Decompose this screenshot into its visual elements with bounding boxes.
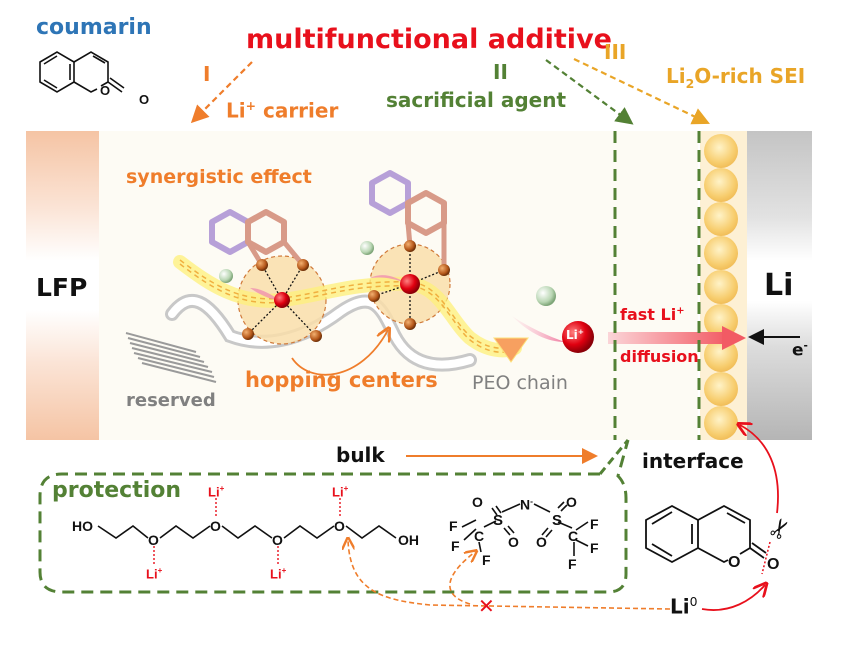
anion-ball-2: [360, 241, 374, 255]
synergistic-effect-label: synergistic effect: [126, 166, 312, 188]
free-li-ion: [562, 321, 594, 353]
tfsi-o-3: O: [508, 534, 519, 550]
sei-particle: [704, 134, 738, 168]
reserved-label: reserved: [126, 390, 216, 411]
tfsi-c-2: C: [568, 528, 579, 544]
li0-blocked-path: [348, 540, 671, 610]
svg-text:O: O: [100, 83, 110, 98]
electron-label: e-: [792, 340, 808, 361]
peo-oxygen-4: O: [334, 518, 345, 534]
main-title: multifunctional additive: [246, 24, 612, 55]
li-coord-2: Li+: [208, 484, 225, 500]
coumarin-ring-oxygen: O: [728, 554, 741, 571]
protection-callout-border: [38, 439, 630, 594]
arrow-role-iii: [573, 58, 710, 125]
coumarin-title: coumarin: [36, 15, 152, 40]
coumarin-carbonyl-oxygen: O: [767, 556, 780, 573]
li-transport-path: [173, 255, 522, 358]
diffusion-label: diffusion: [620, 347, 699, 366]
interface-label: interface: [642, 449, 744, 473]
li-coordination-bonds: [153, 498, 341, 566]
role-iii-numeral: III: [604, 40, 627, 64]
reserved-stack-icon: [125, 332, 217, 383]
lfp-label: LFP: [36, 273, 88, 302]
arrow-role-ii: [545, 59, 634, 125]
li-metal-label: Li0: [670, 594, 698, 619]
coumarin-structure-top: [39, 51, 125, 93]
role-iii-label: Li2O-rich SEI: [666, 64, 806, 91]
li-coord-4: Li+: [332, 484, 349, 500]
tfsi-s-1: S: [493, 512, 504, 529]
li0-to-tfsi-path: [449, 552, 475, 605]
tfsi-f-2: F: [451, 538, 460, 554]
peo-end-ho: HO: [72, 518, 93, 534]
tfsi-n: N-: [520, 496, 534, 513]
anion-ball-1: [219, 269, 233, 283]
coumarin-to-sei-arrow: [740, 425, 779, 514]
tfsi-o-4: O: [536, 534, 547, 550]
role-ii-numeral: II: [493, 60, 508, 84]
blocked-x-icon: ✕: [478, 594, 495, 618]
tfsi-f-5: F: [590, 540, 599, 556]
svg-text:O: O: [139, 92, 149, 107]
peo-end-oh: OH: [398, 532, 419, 548]
sei-particle: [704, 406, 738, 440]
li-ion-center-1: [274, 292, 290, 308]
tfsi-f-6: F: [568, 556, 577, 572]
tfsi-o-2: O: [566, 494, 577, 510]
anion-ball-3: [536, 286, 556, 306]
tfsi-s-2: S: [552, 512, 563, 529]
sei-particle: [704, 270, 738, 304]
hopping-arrow: [291, 330, 388, 376]
role-i-label: Li+ carrier: [226, 98, 339, 123]
protection-label: protection: [52, 478, 182, 503]
peo-oxygen-1: O: [148, 532, 159, 548]
path-arrowhead: [493, 337, 529, 363]
tfsi-f-4: F: [590, 516, 599, 532]
li-coord-3: Li+: [270, 566, 287, 582]
tfsi-f-3: F: [482, 552, 491, 568]
li-coord-1: Li+: [146, 566, 163, 582]
oxygen-atoms: [242, 240, 450, 342]
diffusion-arrow-body: [608, 332, 728, 344]
peo-chain-label: PEO chain: [472, 372, 568, 394]
fast-li-label: fast Li+: [620, 305, 685, 324]
li0-to-coumarin-arrow: [701, 585, 765, 611]
sei-particle: [704, 372, 738, 406]
tfsi-f-1: F: [449, 518, 458, 534]
peo-oxygen-2: O: [210, 518, 221, 534]
diffusion-arrow-head: [722, 326, 746, 350]
sei-particle: [704, 236, 738, 270]
tfsi-c-1: C: [474, 528, 485, 544]
sei-particle: [704, 168, 738, 202]
role-ii-label: sacrificial agent: [386, 88, 566, 112]
arrow-role-i: [190, 61, 253, 124]
peo-skeletal-structure: [97, 524, 397, 539]
free-li-ion-label: Li+: [566, 327, 584, 342]
peo-oxygen-3: O: [272, 532, 283, 548]
hopping-centers-label: hopping centers: [245, 368, 438, 392]
tfsi-structure: [461, 501, 589, 556]
bulk-label: bulk: [336, 443, 385, 467]
coumarin-structure-bottom: [645, 504, 767, 564]
role-i-numeral: I: [203, 62, 211, 86]
li-metal-anode: [747, 131, 812, 440]
li-anode-label: Li: [764, 268, 794, 303]
tfsi-o-1: O: [472, 494, 483, 510]
bond-cleavage-mark: [761, 541, 771, 575]
sei-particle: [704, 202, 738, 236]
li-ion-center-2: [400, 274, 420, 294]
lfp-cathode: [26, 131, 99, 440]
